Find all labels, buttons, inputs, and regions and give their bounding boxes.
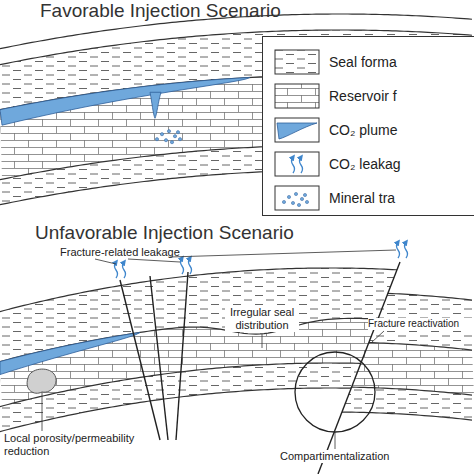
callout-label: Fracture reactivation xyxy=(368,318,472,330)
seal-sample xyxy=(275,50,319,74)
leakage-arrow xyxy=(189,258,192,274)
legend-row: Mineral tra xyxy=(263,183,474,213)
mineral-dot xyxy=(164,139,167,142)
legend-text: CO₂ plume xyxy=(329,122,397,138)
mineral-dot xyxy=(294,192,297,195)
mineral-dot xyxy=(291,201,294,204)
leakage-arrow xyxy=(397,242,400,258)
mineral-dot xyxy=(155,138,158,141)
fault-line xyxy=(318,262,400,474)
leakage-arrow xyxy=(292,157,295,173)
co2-plume xyxy=(150,92,161,118)
plume-sample xyxy=(277,123,317,139)
leakage-arrow xyxy=(181,258,184,274)
leader-line xyxy=(42,393,43,431)
callout-label: Compartimentalization xyxy=(280,450,410,463)
leakage-arrow xyxy=(115,262,126,278)
callout-label: Local porosity/permeability reduction xyxy=(4,432,154,458)
mineral-dot xyxy=(303,193,306,196)
strata-line xyxy=(0,292,472,336)
mineral-dot xyxy=(297,203,300,206)
leader-line xyxy=(170,250,396,257)
legend-text: Reservoir f xyxy=(329,88,397,104)
leakage-arrow xyxy=(292,157,303,173)
porosity-blob xyxy=(27,369,56,393)
leakage-arrow xyxy=(123,262,126,278)
co2-plume xyxy=(0,77,250,125)
legend-text: Seal forma xyxy=(329,54,397,70)
legend-sample xyxy=(273,183,323,213)
mineral-dot xyxy=(300,197,303,200)
legend-sample xyxy=(273,115,323,145)
reservoir-sample xyxy=(275,84,319,108)
legend-box: Seal formaReservoir f CO₂ plumeCO₂ leakag… xyxy=(262,36,474,216)
legend-text: CO₂ leakag xyxy=(329,156,401,172)
legend-row: CO₂ plume xyxy=(263,115,474,145)
plume-sample-frame xyxy=(275,118,319,142)
mineral-dot xyxy=(176,131,179,134)
legend-sample xyxy=(273,47,323,77)
leader-line xyxy=(128,259,180,262)
leakage-arrow xyxy=(300,157,303,173)
leakage-sample-frame xyxy=(275,152,319,176)
callout-label: Fracture-related leakage xyxy=(60,246,210,259)
callout-label: Irregular seal distribution xyxy=(225,306,299,332)
strata-line xyxy=(0,342,472,386)
legend-row: Seal forma xyxy=(263,47,474,77)
mineral-dot xyxy=(287,195,290,198)
leakage-arrow xyxy=(405,242,408,258)
leader-line xyxy=(335,432,336,449)
leakage-arrow xyxy=(397,242,408,258)
legend-row: Reservoir f xyxy=(263,81,474,111)
leakage-arrow xyxy=(115,262,118,278)
leakage-arrow xyxy=(181,258,192,274)
leader-line xyxy=(95,259,116,264)
legend-sample xyxy=(273,81,323,111)
mineral-sample-frame xyxy=(275,186,319,210)
mineral-dot xyxy=(170,141,173,144)
panel-title: Favorable Injection Scenario xyxy=(40,0,370,21)
fault-line xyxy=(150,276,168,440)
mineral-dot xyxy=(305,200,308,203)
legend-row: CO₂ leakag xyxy=(263,149,474,179)
legend-text: Mineral tra xyxy=(329,190,395,206)
mineral-dot xyxy=(173,135,176,138)
strata-line xyxy=(0,387,472,431)
legend-sample xyxy=(273,149,323,179)
reservoir-layer xyxy=(0,342,474,430)
panel-title: Unfavorable Injection Scenario xyxy=(35,222,365,243)
mineral-dot xyxy=(178,138,181,141)
fault-line xyxy=(120,280,160,440)
mineral-dot xyxy=(167,130,170,133)
fault-line xyxy=(176,272,188,440)
mineral-dot xyxy=(160,133,163,136)
leader-line xyxy=(372,331,384,342)
co2-plume xyxy=(0,332,140,374)
mineral-dot xyxy=(282,200,285,203)
compartment-circle xyxy=(295,352,375,432)
leader-line xyxy=(262,334,263,348)
